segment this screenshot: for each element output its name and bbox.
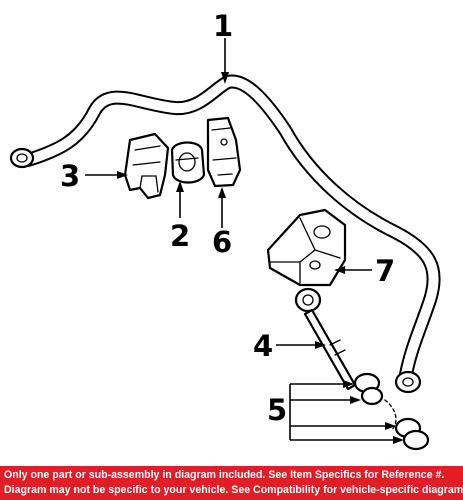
link-bushings xyxy=(353,372,430,451)
callout-3: 3 xyxy=(60,159,80,193)
callout-4: 4 xyxy=(253,329,273,363)
callout-6: 6 xyxy=(212,225,232,259)
stabilizer-bar-diagram: 1 2 3 4 5 6 7 xyxy=(9,9,441,451)
callout-7: 7 xyxy=(375,254,395,288)
disclaimer-banner: Only one part or sub-assembly in diagram… xyxy=(0,466,463,500)
callout-1: 1 xyxy=(213,9,233,43)
stabilizer-bushing xyxy=(170,141,206,184)
bushing-bracket xyxy=(206,116,242,188)
leader-lines xyxy=(85,38,404,444)
callout-2: 2 xyxy=(170,219,190,253)
link-bracket xyxy=(266,208,347,287)
disclaimer-line-1: Only one part or sub-assembly in diagram… xyxy=(4,469,445,481)
callout-5: 5 xyxy=(267,393,287,427)
disclaimer-line-2: Diagram may not be specific to your vehi… xyxy=(4,484,463,496)
bushing-clamp xyxy=(123,132,170,200)
stabilizer-link xyxy=(294,287,357,391)
